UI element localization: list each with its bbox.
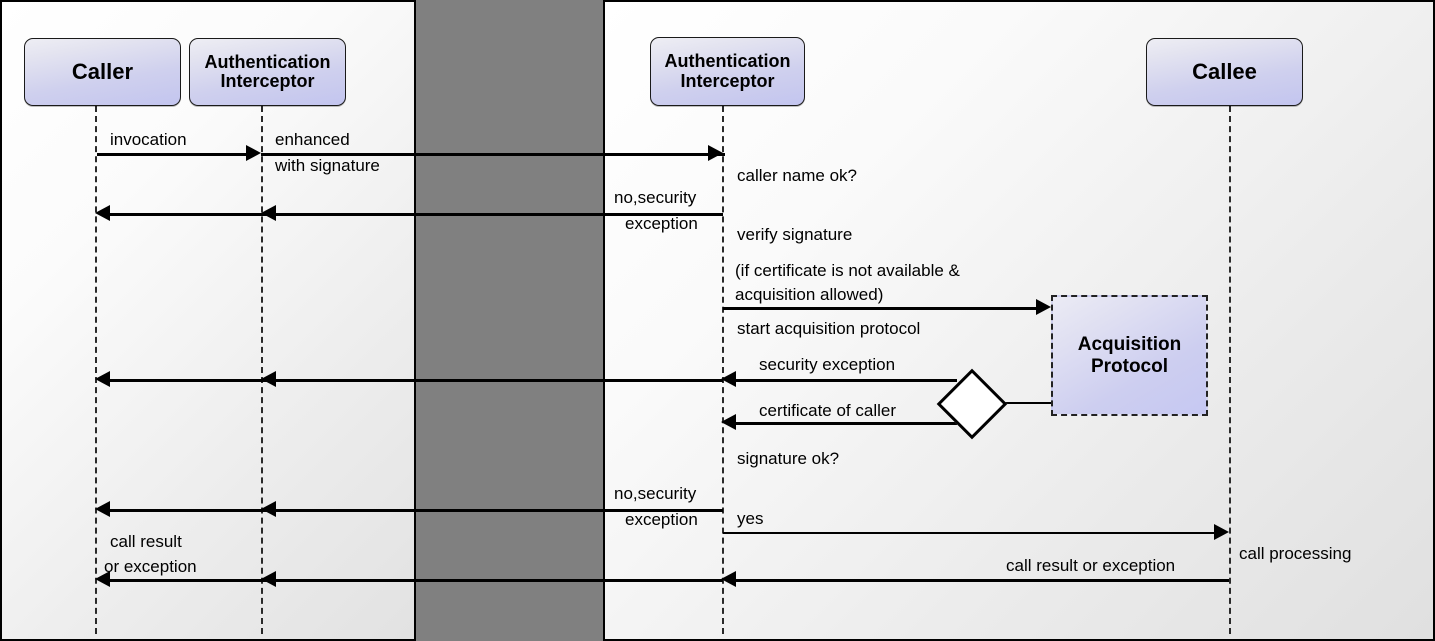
- label-if-certificate-line2: acquisition allowed): [735, 285, 884, 304]
- arrowhead-no-security-exception-2-caller: [95, 501, 110, 517]
- panel-separator-gap: [414, 0, 605, 641]
- label-verify-signature: verify signature: [737, 225, 853, 244]
- label-signature-ok: signature ok?: [737, 449, 840, 468]
- label-no-security-exception-1-line1: no,security: [614, 188, 697, 207]
- arrow-call-result-or-exception-right: [735, 579, 1229, 582]
- label-call-result-or-exception: call result or exception: [1006, 556, 1176, 575]
- arrowhead-no-security-exception-1-mid: [261, 205, 276, 221]
- lifeline-auth-interceptor-right: [722, 106, 724, 634]
- right-panel: [603, 0, 1435, 641]
- arrow-call-result-to-caller: [109, 579, 262, 582]
- lifeline-callee-right: [1229, 106, 1231, 634]
- label-no-security-exception-2-line1: no,security: [614, 484, 697, 503]
- arrowhead-no-security-exception-2-mid: [261, 501, 276, 517]
- lifeline-box-auth-interceptor-right-label: Authentication Interceptor: [664, 51, 791, 91]
- label-call-result-line2: or exception: [104, 557, 197, 576]
- acquisition-protocol-label: Acquisition Protocol: [1077, 333, 1182, 377]
- arrow-security-exception-right: [735, 379, 957, 382]
- lifeline-box-callee[interactable]: Callee: [1146, 38, 1303, 106]
- arrow-security-exception-left: [261, 379, 415, 382]
- arrow-no-security-exception-2-right: [603, 509, 723, 512]
- arrow-no-security-exception-2-left: [261, 509, 415, 512]
- arrow-no-security-exception-2-to-caller: [109, 509, 262, 512]
- arrow-security-exception-to-caller: [109, 379, 262, 382]
- arrow-security-exception-panel-edge: [603, 379, 723, 382]
- diamond-to-acquisition-connector: [993, 402, 1053, 404]
- arrowhead-start-acquisition-protocol: [1036, 299, 1051, 315]
- label-no-security-exception-1-line2: exception: [625, 214, 698, 233]
- arrow-call-result-panel-edge: [603, 579, 723, 582]
- arrowhead-enhanced-with-signature: [708, 145, 723, 161]
- arrowhead-security-exception-caller: [95, 371, 110, 387]
- label-start-acquisition-protocol: start acquisition protocol: [737, 319, 921, 338]
- label-call-result-line1: call result: [110, 532, 182, 551]
- label-enhanced-line2: with signature: [275, 156, 380, 175]
- arrow-enhanced-with-signature-left: [261, 153, 414, 156]
- arrowhead-certificate-of-caller: [721, 414, 736, 430]
- label-security-exception: security exception: [759, 355, 896, 374]
- arrow-enhanced-with-signature-right: [603, 153, 725, 156]
- label-certificate-of-caller: certificate of caller: [759, 401, 896, 420]
- arrow-certificate-of-caller: [735, 422, 957, 425]
- lifeline-box-auth-interceptor-left[interactable]: Authentication Interceptor: [189, 38, 346, 106]
- arrowhead-yes: [1214, 524, 1229, 540]
- arrow-call-result-gap: [414, 579, 604, 582]
- label-invocation: invocation: [110, 130, 187, 149]
- arrow-yes: [723, 532, 1216, 534]
- arrowhead-call-result-caller: [95, 571, 110, 587]
- arrowhead-call-result-ai: [721, 571, 736, 587]
- arrow-call-result-left: [261, 579, 415, 582]
- arrow-no-security-exception-1-left: [261, 213, 415, 216]
- lifeline-box-caller-label: Caller: [71, 59, 134, 85]
- lifeline-auth-interceptor-left: [261, 106, 263, 634]
- label-if-certificate-line1: (if certificate is not available &: [735, 261, 960, 280]
- arrow-security-exception-gap: [414, 379, 604, 382]
- arrow-start-acquisition-protocol: [723, 307, 1037, 310]
- left-panel: [0, 0, 416, 641]
- label-no-security-exception-2-line2: exception: [625, 510, 698, 529]
- arrow-no-security-exception-1-gap: [414, 213, 604, 216]
- label-yes: yes: [737, 509, 764, 528]
- arrow-no-security-exception-1-to-caller: [109, 213, 262, 216]
- arrowhead-call-result-mid: [261, 571, 276, 587]
- arrowhead-security-exception-mid: [261, 371, 276, 387]
- label-caller-name-ok: caller name ok?: [737, 166, 858, 185]
- label-call-processing: call processing: [1239, 544, 1352, 563]
- acquisition-protocol-fragment[interactable]: Acquisition Protocol: [1051, 295, 1208, 416]
- arrowhead-no-security-exception-1-caller: [95, 205, 110, 221]
- arrow-no-security-exception-1-right: [603, 213, 723, 216]
- arrow-enhanced-with-signature-gap: [414, 153, 603, 156]
- arrow-no-security-exception-2-gap: [414, 509, 604, 512]
- label-enhanced-line1: enhanced: [275, 130, 350, 149]
- lifeline-box-caller[interactable]: Caller: [24, 38, 181, 106]
- arrowhead-security-exception-ai: [721, 371, 736, 387]
- arrowhead-invocation: [246, 145, 261, 161]
- arrow-invocation: [97, 153, 249, 156]
- lifeline-box-auth-interceptor-left-label: Authentication Interceptor: [204, 51, 331, 91]
- lifeline-box-auth-interceptor-right[interactable]: Authentication Interceptor: [650, 37, 805, 106]
- lifeline-box-callee-label: Callee: [1192, 59, 1257, 85]
- lifeline-caller-left: [95, 106, 97, 634]
